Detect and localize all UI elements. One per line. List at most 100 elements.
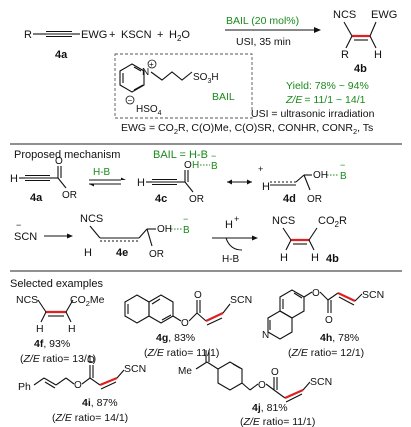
example-4g: O O SCN 4g, 83% (Z/E ratio= 11/1) — [124, 290, 252, 359]
mech-h: H — [262, 181, 270, 193]
ex-o: O — [181, 318, 189, 329]
compound-4c-label: 4c — [155, 193, 167, 205]
plus-sign: + — [157, 29, 163, 41]
ex-4g-ratio: (Z/E ratio= 11/1) — [144, 347, 219, 359]
mech-h: H — [10, 173, 18, 185]
mech-h: H — [280, 252, 288, 264]
mech-ncs: NCS — [80, 213, 103, 225]
ex-4f-co2me: CO2Me — [70, 294, 105, 308]
compound-4a-label: 4a — [30, 192, 43, 204]
mech-plus: + — [234, 214, 239, 224]
product-ncs: NCS — [333, 9, 356, 21]
bail-structure-box — [114, 53, 253, 119]
water-reagent: H2O — [169, 29, 190, 43]
mech-o: O — [184, 160, 192, 171]
ex-4j-methyl: Me — [178, 366, 192, 377]
ex-4f-ratio: (Z/E ratio= 13/1) — [20, 353, 96, 365]
ex-4h-scn: SCN — [362, 289, 384, 301]
ex-4g-caption: 4g, 83% — [156, 332, 195, 344]
compound-4d-label: 4d — [283, 193, 296, 205]
mech-minus: − — [340, 160, 345, 170]
mech-minus: − — [16, 220, 21, 230]
plus-sign: + — [109, 29, 115, 41]
ex-4j-scn: SCN — [310, 376, 332, 388]
ex-h: H — [68, 323, 76, 335]
ex-4g-scn: SCN — [230, 294, 252, 306]
mech-h: H — [137, 177, 145, 189]
mech-co2r: CO2R — [318, 215, 347, 229]
mechanism-section: Proposed mechanism BAIL = H-B H O OR 4a … — [10, 149, 347, 265]
mech-h: H — [311, 252, 319, 264]
ex-4f-ncs: NCS — [16, 294, 38, 306]
ze-range: Z/E= 11/1 ~ 14/1 — [285, 94, 366, 106]
mech-or: OR — [189, 194, 204, 205]
product-ewg: EWG — [371, 9, 397, 21]
mechanism-title: Proposed mechanism — [14, 149, 120, 161]
hb-reagent: H-B — [93, 167, 111, 178]
ex-o: O — [87, 355, 95, 366]
bail-so3h: SO3H — [193, 72, 219, 85]
ex-4h-nitrogen: N — [262, 330, 269, 341]
ex-o: O — [74, 380, 82, 391]
mech-b: B — [340, 171, 347, 182]
mech-minus: − — [183, 214, 188, 224]
mech-or: OR — [149, 249, 164, 260]
mech-b: B — [183, 225, 190, 236]
ex-o: O — [258, 380, 266, 391]
bail-minus-charge: − — [128, 96, 133, 105]
example-4f: NCS CO2Me H H 4f, 93% (Z/E ratio= 13/1) — [16, 294, 105, 365]
mech-h: H — [192, 160, 199, 171]
hb-byproduct: H-B — [222, 254, 240, 265]
ex-4h-caption: 4h, 78% — [320, 332, 359, 344]
mech-o: O — [55, 156, 63, 167]
compound-4b-label: 4b — [326, 253, 339, 265]
bail-nitrogen: N — [142, 67, 149, 78]
proton: H — [225, 219, 233, 231]
bail-counterion: HSO4 — [136, 104, 162, 117]
catalyst-label: BAIL (20 mol%) — [226, 15, 299, 27]
product-r: R — [341, 49, 349, 61]
mech-ncs: NCS — [272, 215, 295, 227]
mech-oh: OH — [157, 224, 172, 235]
example-4i: Ph O O SCN 4i, 87% (Z/E ratio= 14/1) — [18, 355, 146, 424]
ex-4f-caption: 4f, 93% — [34, 338, 70, 350]
ex-4j-ratio: (Z/E ratio= 11/1) — [240, 416, 315, 427]
mech-or: OR — [62, 190, 77, 201]
compound-4b-label: 4b — [354, 63, 367, 75]
product-h: H — [374, 49, 382, 61]
general-reaction: R EWG 4a + KSCN + H2O BAIL (20 mol%) USI… — [24, 9, 397, 136]
ex-4h-ratio: (Z/E ratio= 12/1) — [288, 347, 364, 359]
ewg-definition: EWG = CO2R, C(O)Me, C(O)SR, CONHR, CONR2… — [121, 122, 373, 136]
example-4h: N O O SCN 4h, 78% (Z/E ratio= 12/1) — [262, 288, 384, 359]
conditions-label: USI, 35 min — [236, 36, 291, 48]
ex-o: O — [271, 367, 279, 378]
compound-4a-label: 4a — [55, 49, 68, 61]
usi-definition: USI = ultrasonic irradiation — [251, 108, 375, 120]
bail-structure: N + SO3H − HSO4 BAIL — [119, 59, 235, 117]
ex-4i-ratio: (Z/E ratio= 14/1) — [52, 412, 128, 424]
mech-minus: − — [211, 151, 216, 161]
ex-4j-caption: 4j, 81% — [252, 402, 288, 414]
ex-h: H — [36, 323, 44, 335]
bail-plus-charge: + — [149, 60, 154, 69]
mech-b: B — [211, 161, 218, 172]
mech-plus: + — [258, 164, 263, 174]
ex-o: O — [312, 288, 320, 299]
thiocyanate: SCN — [14, 231, 37, 243]
mech-h: H — [84, 247, 92, 259]
examples-title: Selected examples — [10, 278, 103, 290]
r-group: R — [24, 29, 32, 41]
examples-section: Selected examples NCS CO2Me H H 4f, 93% … — [10, 278, 384, 427]
bail-definition: BAIL = H-B — [153, 149, 208, 161]
mech-oh: OH — [313, 170, 328, 181]
kscn-reagent: KSCN — [121, 29, 152, 41]
bail-name: BAIL — [212, 91, 235, 103]
ex-o: O — [194, 290, 202, 301]
yield-range: Yield: 78% ~ 94% — [286, 80, 369, 92]
ex-4i-scn: SCN — [124, 363, 146, 375]
ex-4i-caption: 4i, 87% — [82, 397, 118, 409]
mech-or: OR — [307, 194, 322, 205]
compound-4e-label: 4e — [116, 247, 128, 259]
ex-o: O — [325, 315, 333, 326]
